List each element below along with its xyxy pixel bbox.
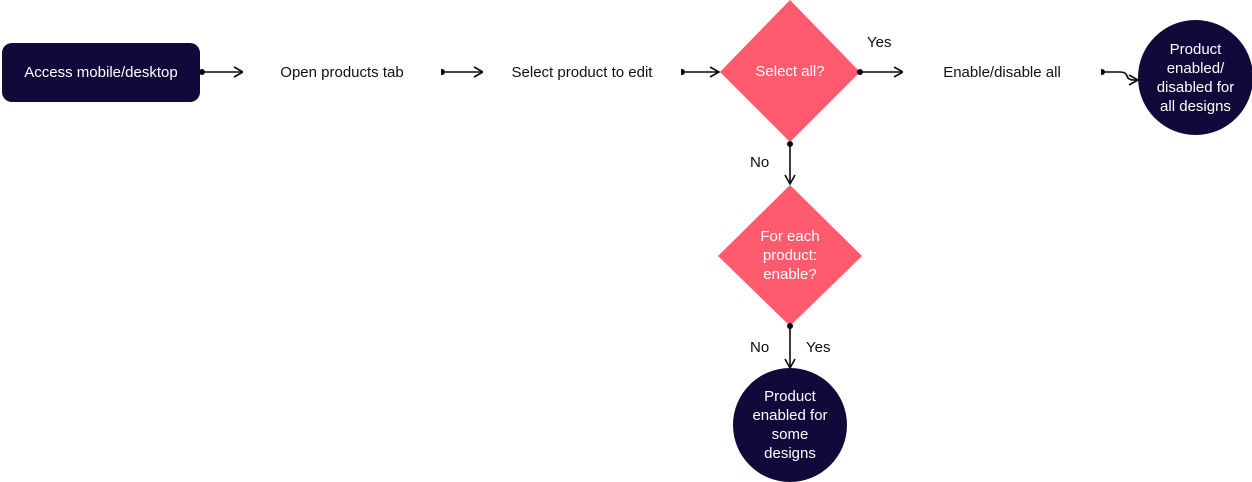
open-products-step: Open products tab — [243, 43, 441, 102]
edge-label-no: No — [750, 154, 770, 171]
connector-for-each-to-end — [784, 323, 796, 370]
end-some-designs-node: Product enabled for some designs — [733, 368, 847, 482]
for-each-decision-label: For each product: enable? — [760, 228, 820, 283]
select-all-decision-label: Select all? — [755, 63, 825, 80]
start-node: Access mobile/desktop — [2, 43, 200, 102]
select-product-label: Select product to edit — [511, 64, 653, 81]
edge-label-yes-for-each: Yes — [806, 339, 831, 356]
edge-label-yes: Yes — [867, 34, 892, 51]
enable-disable-all-step: Enable/disable all — [903, 43, 1101, 102]
connector-start-to-open — [199, 66, 245, 78]
select-product-step: Select product to edit — [483, 43, 681, 102]
enable-disable-all-label: Enable/disable all — [943, 64, 1061, 81]
connector-select-to-decision — [679, 66, 721, 78]
end-all-designs-node: Product enabled/ disabled for all design… — [1138, 20, 1252, 135]
connector-decision-yes — [857, 66, 905, 78]
connector-enable-all-to-end — [1099, 69, 1140, 86]
connector-decision-no — [784, 141, 796, 186]
open-products-label: Open products tab — [280, 64, 404, 81]
edge-label-no-for-each: No — [750, 339, 770, 356]
for-each-diamond — [718, 185, 862, 326]
connector-open-to-select — [439, 66, 485, 78]
select-all-diamond — [720, 0, 860, 142]
start-node-label: Access mobile/desktop — [24, 64, 178, 81]
